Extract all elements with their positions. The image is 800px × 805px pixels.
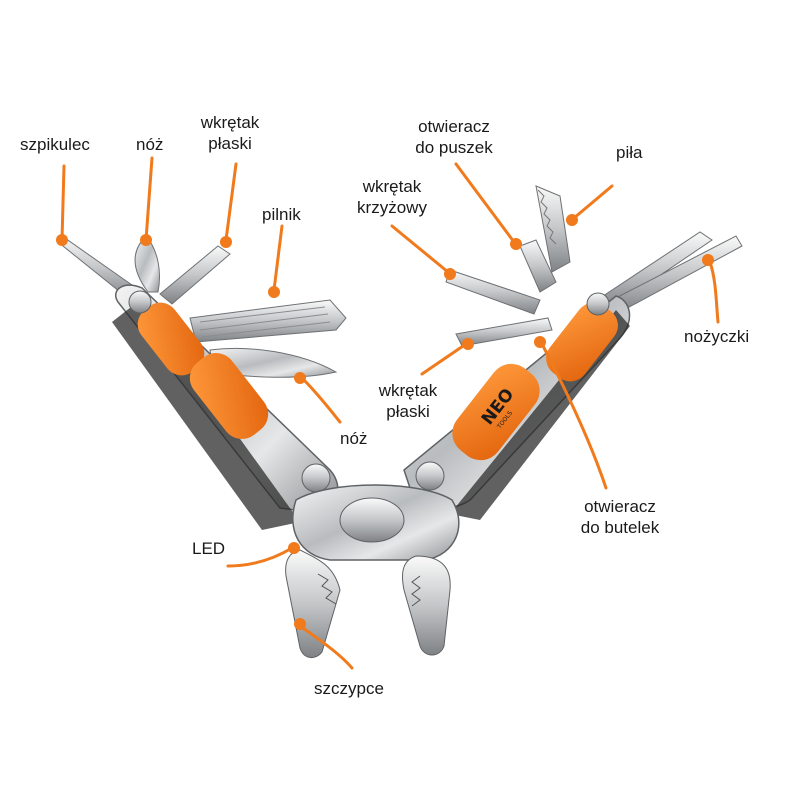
callout-dot-pilnik xyxy=(268,286,280,298)
label-wkretak-plaski-top-line1: wkrętak xyxy=(200,113,260,132)
callout-line-pila xyxy=(572,184,614,220)
right-rivet-top xyxy=(586,292,610,316)
callout-dot-wkretak-plaski-mid xyxy=(462,338,474,350)
callout-line-otwieracz-butelek xyxy=(540,342,608,490)
callout-dot-otwieracz-butelek xyxy=(534,336,546,348)
label-otwieracz-butelek: otwieracz do butelek xyxy=(562,496,678,538)
can-opener-tool xyxy=(519,239,557,293)
callout-line-noz-top xyxy=(144,156,154,242)
left-handle-pad-lower xyxy=(189,353,269,439)
label-nozyczki-text: nożyczki xyxy=(684,327,750,346)
callout-line-szpikulec xyxy=(60,164,66,242)
flat-screwdriver-top-tool xyxy=(159,245,231,305)
label-noz-mid-text: nóż xyxy=(340,429,368,448)
label-pilnik: pilnik xyxy=(262,204,301,225)
right-handle-pad-lower xyxy=(452,363,540,461)
left-rivet-top xyxy=(128,290,152,314)
label-otwieracz-butelek-line1: otwieracz xyxy=(584,497,656,516)
callout-dot-szczypce xyxy=(294,618,306,630)
callouts xyxy=(60,156,720,670)
label-pilnik-text: pilnik xyxy=(262,205,301,224)
label-otwieracz-puszek-line2: do puszek xyxy=(415,138,493,157)
callout-line-wkretak-plaski-top xyxy=(224,162,238,242)
right-handle-pad-upper xyxy=(546,302,618,382)
callout-dot-szpikulec xyxy=(56,234,68,246)
left-tools xyxy=(57,235,347,530)
pliers-jaw-left xyxy=(285,549,341,658)
label-wkretak-krzyzowy-line2: krzyżowy xyxy=(357,198,427,217)
callout-line-noz-mid xyxy=(300,376,342,424)
callout-dot-otwieracz-puszek xyxy=(510,238,522,250)
phillips-screwdriver-tool xyxy=(445,269,541,315)
label-wkretak-plaski-mid-line2: płaski xyxy=(386,402,430,421)
label-wkretak-plaski-mid-line1: wkrętak xyxy=(378,381,438,400)
label-noz-top-text: nóż xyxy=(136,135,164,154)
left-handle-pad-upper xyxy=(137,302,205,376)
pliers-head xyxy=(285,484,460,658)
right-rivet-bottom xyxy=(415,461,445,491)
callout-dot-wkretak-plaski-top xyxy=(220,236,232,248)
label-szpikulec-text: szpikulec xyxy=(20,135,90,154)
label-wkretak-krzyzowy-line1: wkrętak xyxy=(362,177,422,196)
callout-dot-noz-top xyxy=(140,234,152,246)
label-wkretak-plaski-top-line2: płaski xyxy=(208,134,252,153)
pliers-jaw-right xyxy=(402,555,451,656)
label-noz-top: nóż xyxy=(136,134,163,155)
callout-dot-nozyczki xyxy=(702,254,714,266)
label-led-text: LED xyxy=(192,539,226,558)
callout-dot-wkretak-krzyzowy xyxy=(444,268,456,280)
callout-line-wkretak-krzyzowy xyxy=(390,224,450,274)
callout-dot-pila xyxy=(566,214,578,226)
label-wkretak-plaski-mid: wkrętak płaski xyxy=(366,380,450,422)
callout-line-nozyczki xyxy=(708,260,720,324)
label-pila: piła xyxy=(616,142,642,163)
flat-screwdriver-mid-tool xyxy=(455,317,553,347)
callout-dots xyxy=(56,214,714,630)
label-otwieracz-puszek: otwieracz do puszek xyxy=(398,116,510,158)
label-led: LED xyxy=(192,538,225,559)
callout-dot-noz-mid xyxy=(294,372,306,384)
label-wkretak-krzyzowy: wkrętak krzyżowy xyxy=(340,176,444,218)
callout-dot-led xyxy=(288,542,300,554)
label-noz-mid: nóż xyxy=(340,428,367,449)
label-otwieracz-butelek-line2: do butelek xyxy=(580,518,660,537)
label-pila-text: piła xyxy=(616,143,643,162)
callout-line-szczypce xyxy=(298,624,354,670)
callout-line-pilnik xyxy=(272,224,284,292)
label-wkretak-plaski-top: wkrętak płaski xyxy=(188,112,272,154)
callout-line-otwieracz-puszek xyxy=(454,162,516,244)
label-otwieracz-puszek-line1: otwieracz xyxy=(418,117,490,136)
callout-line-wkretak-plaski-mid xyxy=(420,342,468,376)
label-nozyczki: nożyczki xyxy=(684,326,749,347)
left-rivet-bottom xyxy=(301,463,331,493)
label-szpikulec: szpikulec xyxy=(20,134,90,155)
pliers-pivot xyxy=(339,497,405,543)
label-szczypce-text: szczypce xyxy=(314,679,384,698)
label-szczypce: szczypce xyxy=(314,678,384,699)
callout-line-led xyxy=(226,546,294,568)
saw-tool xyxy=(535,185,571,273)
